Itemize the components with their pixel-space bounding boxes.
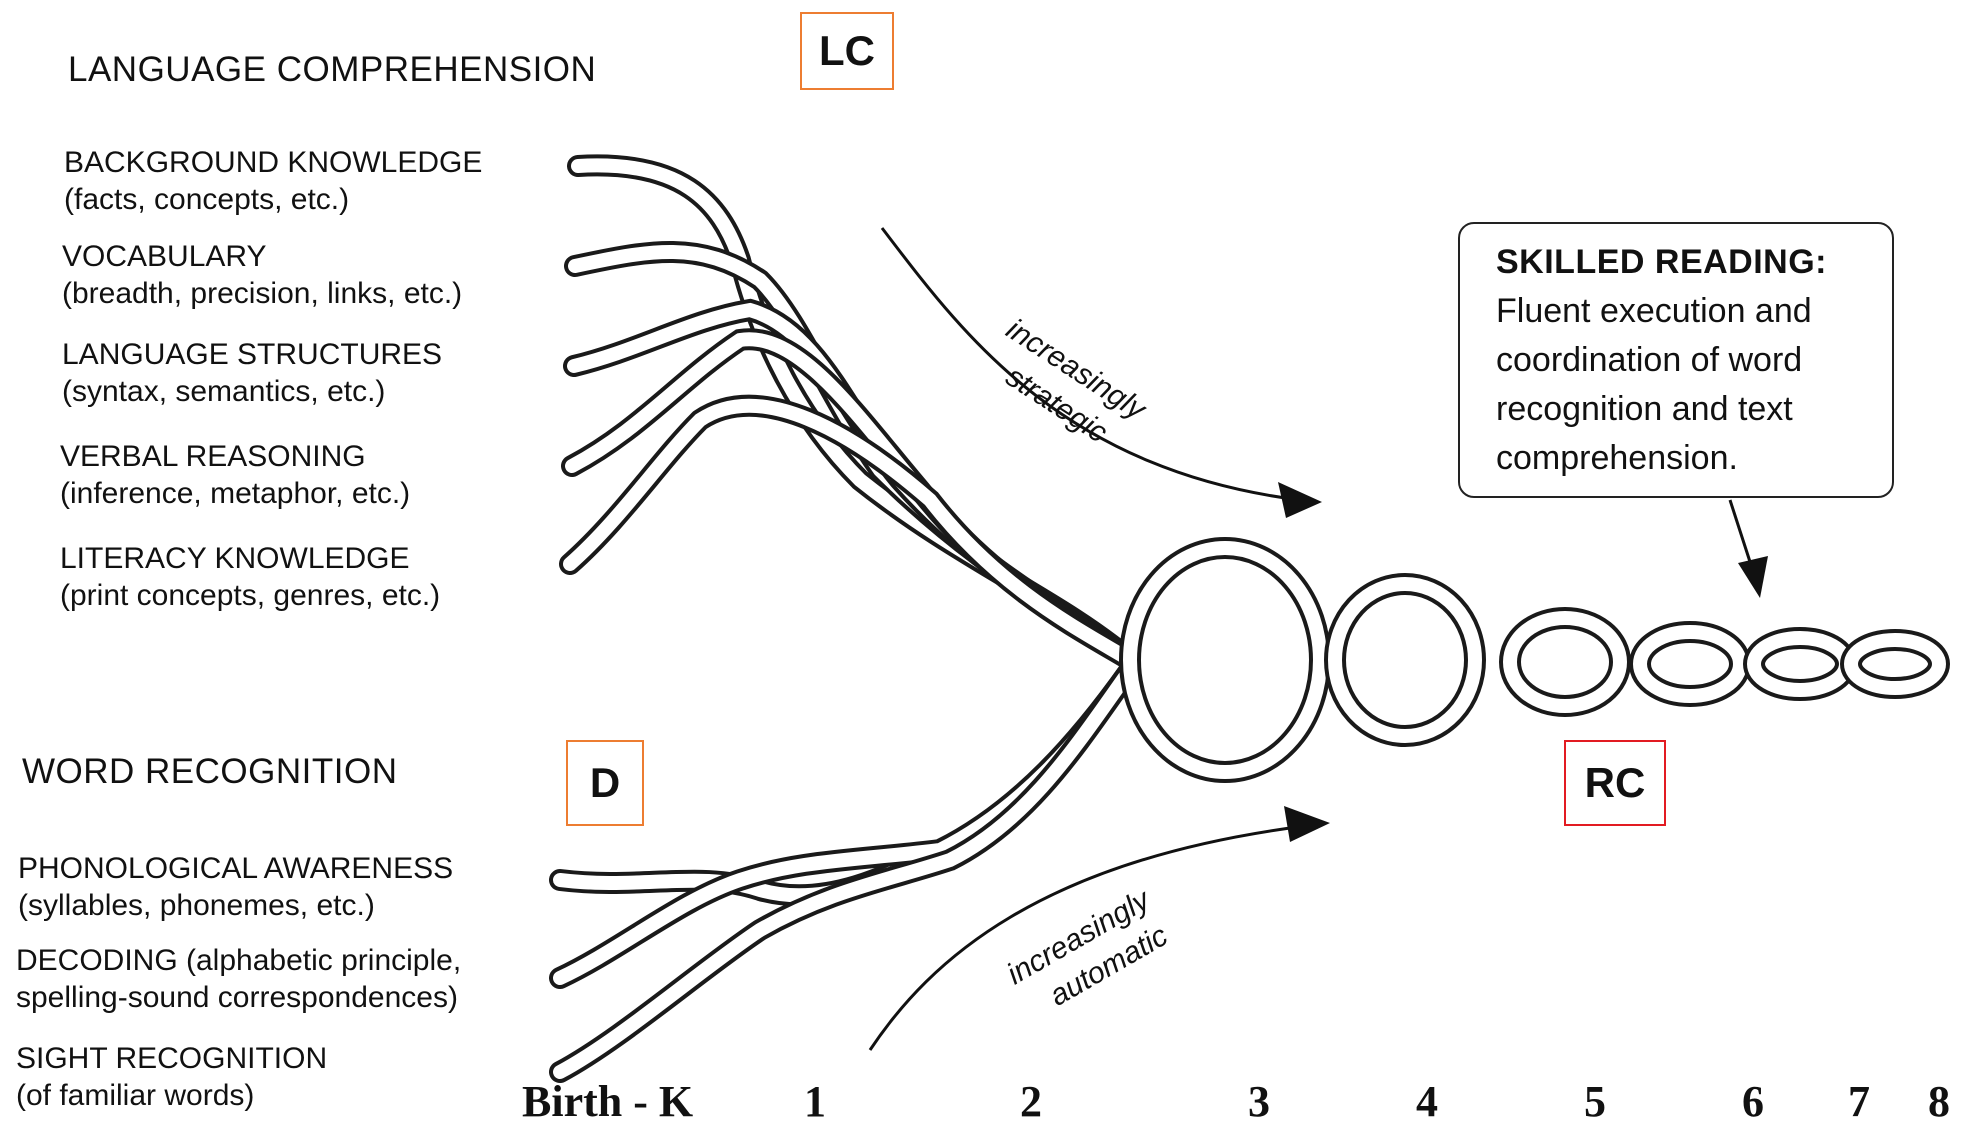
strand-title: LITERACY KNOWLEDGE bbox=[60, 540, 440, 577]
strand-title: DECODING (alphabetic principle, bbox=[16, 942, 461, 979]
skilled-reading-callout: SKILLED READING: Fluent execution and co… bbox=[1458, 222, 1894, 498]
grade-1: 1 bbox=[804, 1076, 826, 1127]
grade-5: 5 bbox=[1584, 1076, 1606, 1127]
strand-subtitle: (inference, metaphor, etc.) bbox=[60, 475, 410, 512]
strand-phonological-awareness: PHONOLOGICAL AWARENESS (syllables, phone… bbox=[18, 850, 453, 924]
strand-subtitle: (breadth, precision, links, etc.) bbox=[62, 275, 462, 312]
language-comprehension-heading: LANGUAGE COMPREHENSION bbox=[68, 50, 596, 90]
strand-subtitle: (of familiar words) bbox=[16, 1077, 327, 1114]
skilled-reading-line: comprehension. bbox=[1496, 434, 1872, 483]
strand-subtitle: (syllables, phonemes, etc.) bbox=[18, 887, 453, 924]
strand-title: VOCABULARY bbox=[62, 238, 462, 275]
strand-vocabulary: VOCABULARY (breadth, precision, links, e… bbox=[62, 238, 462, 312]
strand-title: SIGHT RECOGNITION bbox=[16, 1040, 327, 1077]
grade-8: 8 bbox=[1928, 1076, 1950, 1127]
grade-6: 6 bbox=[1742, 1076, 1764, 1127]
strand-subtitle: spelling-sound correspondences) bbox=[16, 979, 461, 1016]
skilled-reading-line: Fluent execution and bbox=[1496, 287, 1872, 336]
rc-box: RC bbox=[1564, 740, 1666, 826]
skilled-reading-line: coordination of word bbox=[1496, 336, 1872, 385]
word-recognition-heading: WORD RECOGNITION bbox=[22, 752, 397, 792]
strand-sight-recognition: SIGHT RECOGNITION (of familiar words) bbox=[16, 1040, 327, 1114]
grade-7: 7 bbox=[1848, 1076, 1870, 1127]
rope-strand-decoding bbox=[560, 670, 1130, 978]
rope-strand-literacy bbox=[570, 406, 1130, 660]
strand-title: PHONOLOGICAL AWARENESS bbox=[18, 850, 453, 887]
skilled-reading-pointer bbox=[1730, 500, 1768, 598]
strand-subtitle: (syntax, semantics, etc.) bbox=[62, 373, 442, 410]
lc-box: LC bbox=[800, 12, 894, 90]
strand-subtitle: (facts, concepts, etc.) bbox=[64, 181, 482, 218]
strand-decoding: DECODING (alphabetic principle, spelling… bbox=[16, 942, 461, 1016]
strand-subtitle: (print concepts, genres, etc.) bbox=[60, 577, 440, 614]
strand-background-knowledge: BACKGROUND KNOWLEDGE (facts, concepts, e… bbox=[64, 144, 482, 218]
strand-language-structures: LANGUAGE STRUCTURES (syntax, semantics, … bbox=[62, 336, 442, 410]
rope-loop-grade-4 bbox=[1335, 584, 1475, 736]
strand-literacy-knowledge: LITERACY KNOWLEDGE (print concepts, genr… bbox=[60, 540, 440, 614]
d-box: D bbox=[566, 740, 644, 826]
grade-2: 2 bbox=[1020, 1076, 1042, 1127]
strand-title: BACKGROUND KNOWLEDGE bbox=[64, 144, 482, 181]
grade-3: 3 bbox=[1248, 1076, 1270, 1127]
skilled-reading-line: recognition and text bbox=[1496, 385, 1872, 434]
strand-verbal-reasoning: VERBAL REASONING (inference, metaphor, e… bbox=[60, 438, 410, 512]
grade-birth-k: Birth - K bbox=[522, 1076, 693, 1127]
grade-4: 4 bbox=[1416, 1076, 1438, 1127]
rope-loop-grade-3 bbox=[1130, 548, 1320, 772]
strand-title: LANGUAGE STRUCTURES bbox=[62, 336, 442, 373]
skilled-reading-title: SKILLED READING: bbox=[1496, 238, 1872, 287]
rope-loop-grade-5 bbox=[1510, 618, 1620, 706]
strand-title: VERBAL REASONING bbox=[60, 438, 410, 475]
